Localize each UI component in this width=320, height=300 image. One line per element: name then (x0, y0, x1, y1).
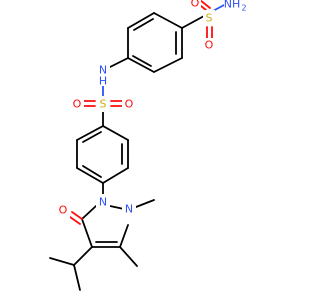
bonds (49, 0, 227, 291)
bond (119, 246, 138, 267)
bond (102, 125, 129, 141)
atom-sulfur-mid: S (100, 98, 107, 111)
bond (49, 257, 75, 266)
atom-nitrogen-link: N (99, 64, 107, 77)
atom-oxygen-mid-left: O (73, 98, 82, 111)
atom-oxygen-keto: O (59, 204, 68, 217)
bond (102, 167, 129, 184)
bond (81, 218, 93, 248)
atom-nitrogen-link-h: H (99, 75, 107, 88)
bond-inner (133, 18, 154, 31)
bond (73, 246, 93, 266)
bond-inner (132, 55, 152, 67)
atom-nitrogen-pyrazole-2: N (125, 203, 133, 216)
bond (71, 211, 83, 220)
bond (127, 12, 155, 29)
atom-oxygen-top-bottom: O (205, 39, 214, 52)
bond-inner (82, 131, 102, 143)
bond (76, 167, 104, 184)
atom-nitrogen-pyrazole-1: N (99, 196, 107, 209)
bond (153, 12, 183, 29)
bond (199, 0, 211, 9)
bond (135, 199, 155, 208)
molecule-structure-diagram: NH 2 S O O N H S O O N N O (49, 0, 252, 291)
atom-labels: NH 2 S O O N H S O O N N O (56, 0, 252, 218)
bond (181, 15, 205, 29)
atom-oxygen-top-left: O (191, 0, 200, 10)
atom-sulfur-top: S (206, 12, 213, 25)
atom-nh2: NH (224, 0, 241, 11)
bond (76, 125, 104, 141)
bond (69, 216, 81, 225)
bond (73, 264, 81, 291)
bond (119, 224, 129, 248)
bond (127, 57, 155, 73)
atom-nh2-subscript: 2 (241, 4, 246, 13)
bond (81, 205, 97, 220)
bond (153, 57, 183, 73)
bond (109, 205, 125, 210)
bond-inner (82, 165, 102, 178)
atom-oxygen-mid-right: O (125, 98, 134, 111)
